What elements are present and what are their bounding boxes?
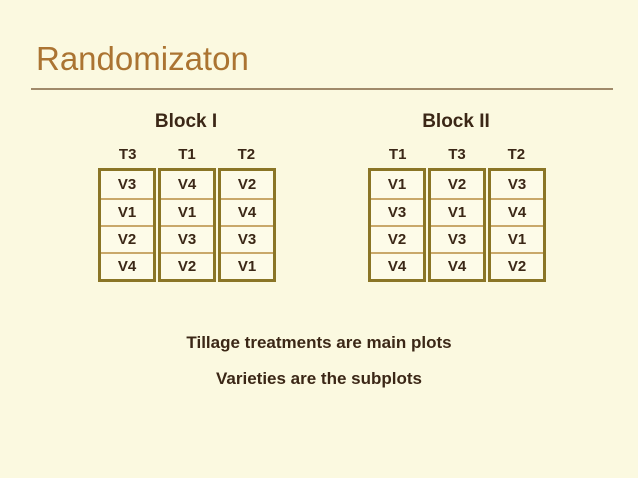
subplot-cell: V4 xyxy=(431,252,483,279)
block-one: Block I T3 T1 T2 V3 V1 V2 V4 V4 V1 V3 V2… xyxy=(87,112,287,282)
subplot-cell: V3 xyxy=(221,225,273,252)
column-header-treatment: T1 xyxy=(388,146,407,163)
column-header-treatment: T2 xyxy=(237,146,256,163)
block-one-column-headers: T3 T1 T2 xyxy=(98,147,276,162)
subplot-cell: V1 xyxy=(161,198,213,225)
subplot-cell: V4 xyxy=(177,176,197,193)
subplot-cell: V2 xyxy=(491,252,543,279)
block-two-grid: V1 V3 V2 V4 V2 V1 V3 V4 V3 V4 V1 V2 xyxy=(368,168,546,282)
page-title: Randomizaton xyxy=(36,40,249,77)
subplot-cell: V1 xyxy=(387,176,407,193)
caption-subplots: Varieties are the subplots xyxy=(216,369,422,388)
subplot-cell: V2 xyxy=(237,176,257,193)
subplot-cell: V4 xyxy=(101,252,153,279)
subplot-cell: V2 xyxy=(101,225,153,252)
main-plot-column: V1 V3 V2 V4 xyxy=(368,168,426,282)
subplot-cell: V4 xyxy=(371,252,423,279)
block-two-column-headers: T1 T3 T2 xyxy=(368,147,546,162)
captions-container: Tillage treatments are main plots Variet… xyxy=(0,334,638,406)
subplot-cell: V3 xyxy=(507,176,527,193)
main-plot-column: V4 V1 V3 V2 xyxy=(158,168,216,282)
title-divider xyxy=(31,88,613,90)
subplot-cell: V2 xyxy=(371,225,423,252)
main-plot-column: V2 V1 V3 V4 xyxy=(428,168,486,282)
blocks-container: Block I T3 T1 T2 V3 V1 V2 V4 V4 V1 V3 V2… xyxy=(0,112,638,312)
main-plot-column: V2 V4 V3 V1 xyxy=(218,168,276,282)
subplot-cell: V1 xyxy=(491,225,543,252)
block-one-title: Block I xyxy=(154,111,218,132)
block-two: Block II T1 T3 T2 V1 V3 V2 V4 V2 V1 V3 V… xyxy=(357,112,557,282)
subplot-cell: V4 xyxy=(221,198,273,225)
subplot-cell: V1 xyxy=(431,198,483,225)
block-two-title: Block II xyxy=(422,111,490,132)
subplot-cell: V3 xyxy=(431,225,483,252)
column-header-treatment: T2 xyxy=(507,146,526,163)
column-header-treatment: T3 xyxy=(448,146,466,163)
main-plot-column: V3 V4 V1 V2 xyxy=(488,168,546,282)
caption-main-plots: Tillage treatments are main plots xyxy=(186,333,452,352)
subplot-cell: V1 xyxy=(101,198,153,225)
subplot-cell: V2 xyxy=(447,176,467,193)
subplot-cell: V3 xyxy=(117,176,137,193)
subplot-cell: V1 xyxy=(221,252,273,279)
column-header-treatment: T3 xyxy=(118,146,137,163)
subplot-cell: V2 xyxy=(161,252,213,279)
subplot-cell: V4 xyxy=(491,198,543,225)
main-plot-column: V3 V1 V2 V4 xyxy=(98,168,156,282)
block-one-grid: V3 V1 V2 V4 V4 V1 V3 V2 V2 V4 V3 V1 xyxy=(98,168,276,282)
subplot-cell: V3 xyxy=(371,198,423,225)
column-header-treatment: T1 xyxy=(178,146,196,163)
subplot-cell: V3 xyxy=(161,225,213,252)
